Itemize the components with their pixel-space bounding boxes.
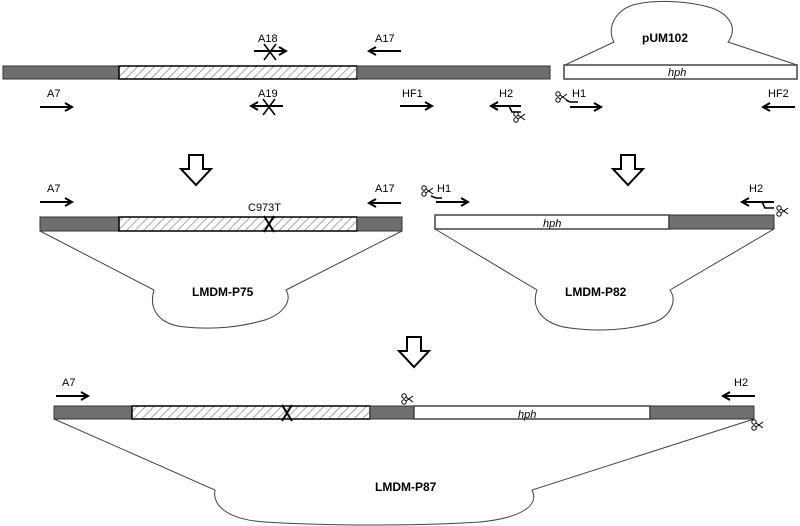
arrow-left-icon (366, 46, 401, 56)
left-flank (53, 405, 133, 420)
arrow-left-icon (720, 391, 755, 401)
arrow-right-icon (40, 102, 75, 112)
hph-label: hph (543, 218, 561, 230)
arrow-left-icon (739, 197, 774, 209)
plasmid-lmdm-p82 (434, 214, 775, 331)
down-arrow-icon (180, 154, 212, 186)
arrow-right-icon (40, 197, 75, 207)
primer-h2-label: H2 (734, 377, 748, 389)
primer-h2-label: H2 (499, 88, 513, 100)
right-flank (356, 65, 551, 80)
plasmid-p75-label: LMDM-P75 (192, 285, 254, 299)
scissors-icon (555, 91, 568, 103)
primer-hf2-label: HF2 (768, 88, 789, 100)
cross-mark-icon (263, 43, 277, 61)
left-flank (39, 216, 120, 232)
scissors-icon (421, 185, 434, 197)
scissors-icon (513, 111, 526, 123)
primer-a17-label: A17 (375, 183, 395, 195)
scissors-icon (751, 419, 764, 431)
primer-a7-label: A7 (47, 88, 60, 100)
mutated-gene (118, 216, 358, 232)
cross-mark-icon (262, 98, 276, 116)
primer-a17-label: A17 (375, 33, 395, 45)
right-flank (356, 216, 403, 232)
right-flank (369, 405, 415, 420)
target-gene (118, 65, 358, 80)
down-arrow-icon (612, 154, 644, 186)
mutated-gene (131, 405, 371, 420)
mutation-label: C973T (248, 202, 281, 214)
right-flank (649, 405, 755, 420)
left-flank (2, 65, 120, 80)
cross-mark-icon (281, 404, 293, 422)
arrow-right-icon (565, 99, 604, 112)
plasmid-lmdm-p75 (39, 215, 403, 329)
arrow-right-icon (56, 391, 91, 401)
arrow-left-icon (366, 198, 401, 208)
right-flank (668, 214, 775, 230)
scissors-icon (401, 393, 414, 405)
arrow-left-icon (488, 101, 521, 113)
plasmid-p87-label: LMDM-P87 (375, 480, 437, 494)
primer-a7-label: A7 (47, 183, 60, 195)
scissors-icon (776, 205, 789, 217)
primer-h2-label: H2 (749, 183, 763, 195)
arrow-right-icon (400, 101, 435, 111)
hph-label: hph (518, 409, 536, 421)
arrow-left-icon (760, 102, 795, 112)
arrow-right-icon (430, 195, 471, 207)
primer-h1-label: H1 (572, 88, 586, 100)
primer-a19-label: A19 (258, 88, 278, 100)
primer-h1-label: H1 (437, 183, 451, 195)
primer-a18-label: A18 (258, 33, 278, 45)
cross-mark-icon (263, 215, 275, 233)
primer-a7-label: A7 (62, 377, 75, 389)
plasmid-lmdm-p87 (53, 404, 755, 526)
down-arrow-icon (398, 336, 430, 368)
plasmid-p82-label: LMDM-P82 (565, 285, 627, 299)
primer-hf1-label: HF1 (402, 88, 423, 100)
plasmid-pum102 (563, 0, 798, 80)
hph-label: hph (668, 67, 686, 79)
hph-cassette (563, 64, 798, 80)
plasmid-pum102-label: pUM102 (642, 31, 688, 45)
genomic-locus (2, 65, 551, 80)
